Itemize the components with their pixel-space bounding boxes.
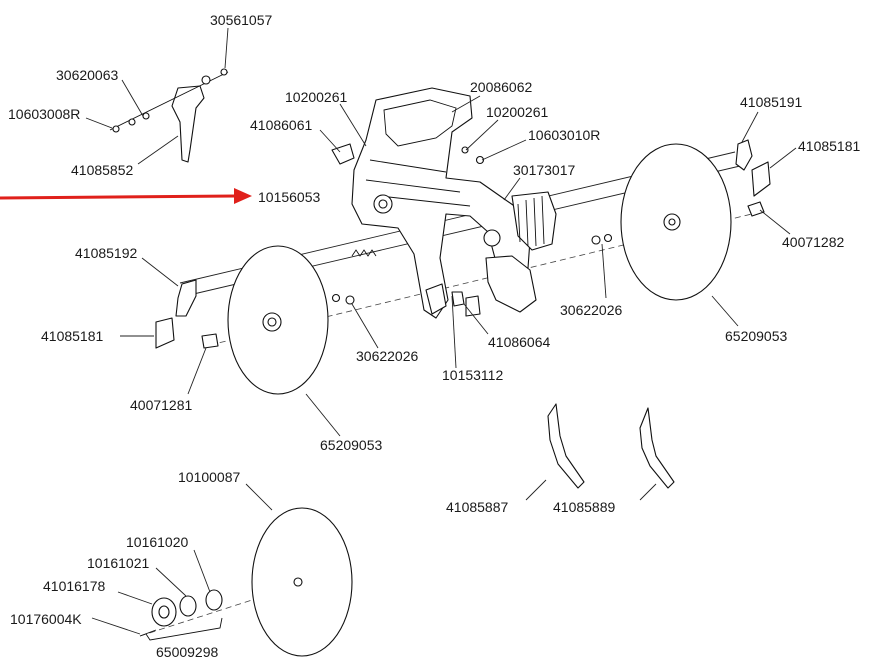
shank-41085887 [547, 403, 585, 489]
part-label: 41016178 [43, 578, 106, 594]
part-label: 41085887 [446, 499, 509, 515]
part-label: 30561057 [210, 12, 273, 28]
part-labels: 30561057 30620063 10603008R 41085852 102… [8, 12, 861, 660]
main-frame-bracket [331, 87, 557, 319]
part-label: 41085852 [71, 162, 134, 178]
part-label: 41086061 [250, 117, 313, 133]
hub-assembly-bottom [139, 589, 223, 641]
highlight-arrow [0, 188, 252, 204]
part-label: 65209053 [320, 437, 383, 453]
part-label: 10603010R [528, 127, 600, 143]
part-label: 65209053 [725, 328, 788, 344]
part-label: 41085181 [41, 328, 104, 344]
part-label: 20086062 [470, 79, 533, 95]
leader-lines [85, 27, 797, 635]
part-label: 30622026 [356, 348, 419, 364]
part-label: 30620063 [56, 67, 119, 83]
part-label: 41085192 [75, 245, 138, 261]
part-label: 10156053 [258, 189, 321, 205]
part-label: 10200261 [285, 89, 348, 105]
part-label: 65009298 [156, 644, 219, 660]
bracket-top-right [735, 139, 771, 217]
part-label: 41085889 [553, 499, 616, 515]
disc-left [227, 245, 329, 395]
part-label: 30173017 [513, 162, 576, 178]
part-label: 41086064 [488, 334, 551, 350]
disc-bottom [251, 507, 353, 657]
part-label: 10161021 [87, 555, 150, 571]
part-label: 40071282 [782, 234, 845, 250]
part-label: 10100087 [178, 469, 241, 485]
part-label: 10200261 [486, 104, 549, 120]
part-label: 40071281 [130, 397, 193, 413]
part-label: 10603008R [8, 106, 80, 122]
bracket-left [155, 279, 219, 349]
disc-right [620, 143, 732, 301]
tine-assembly-top-left [109, 68, 229, 163]
part-label: 41085181 [798, 138, 861, 154]
part-label: 10176004K [10, 611, 82, 627]
part-label: 30622026 [560, 302, 623, 318]
part-label: 41085191 [740, 94, 803, 110]
part-label: 10161020 [126, 534, 189, 550]
part-label: 10153112 [442, 367, 503, 383]
spring [351, 249, 377, 257]
shank-41085889 [639, 407, 675, 489]
